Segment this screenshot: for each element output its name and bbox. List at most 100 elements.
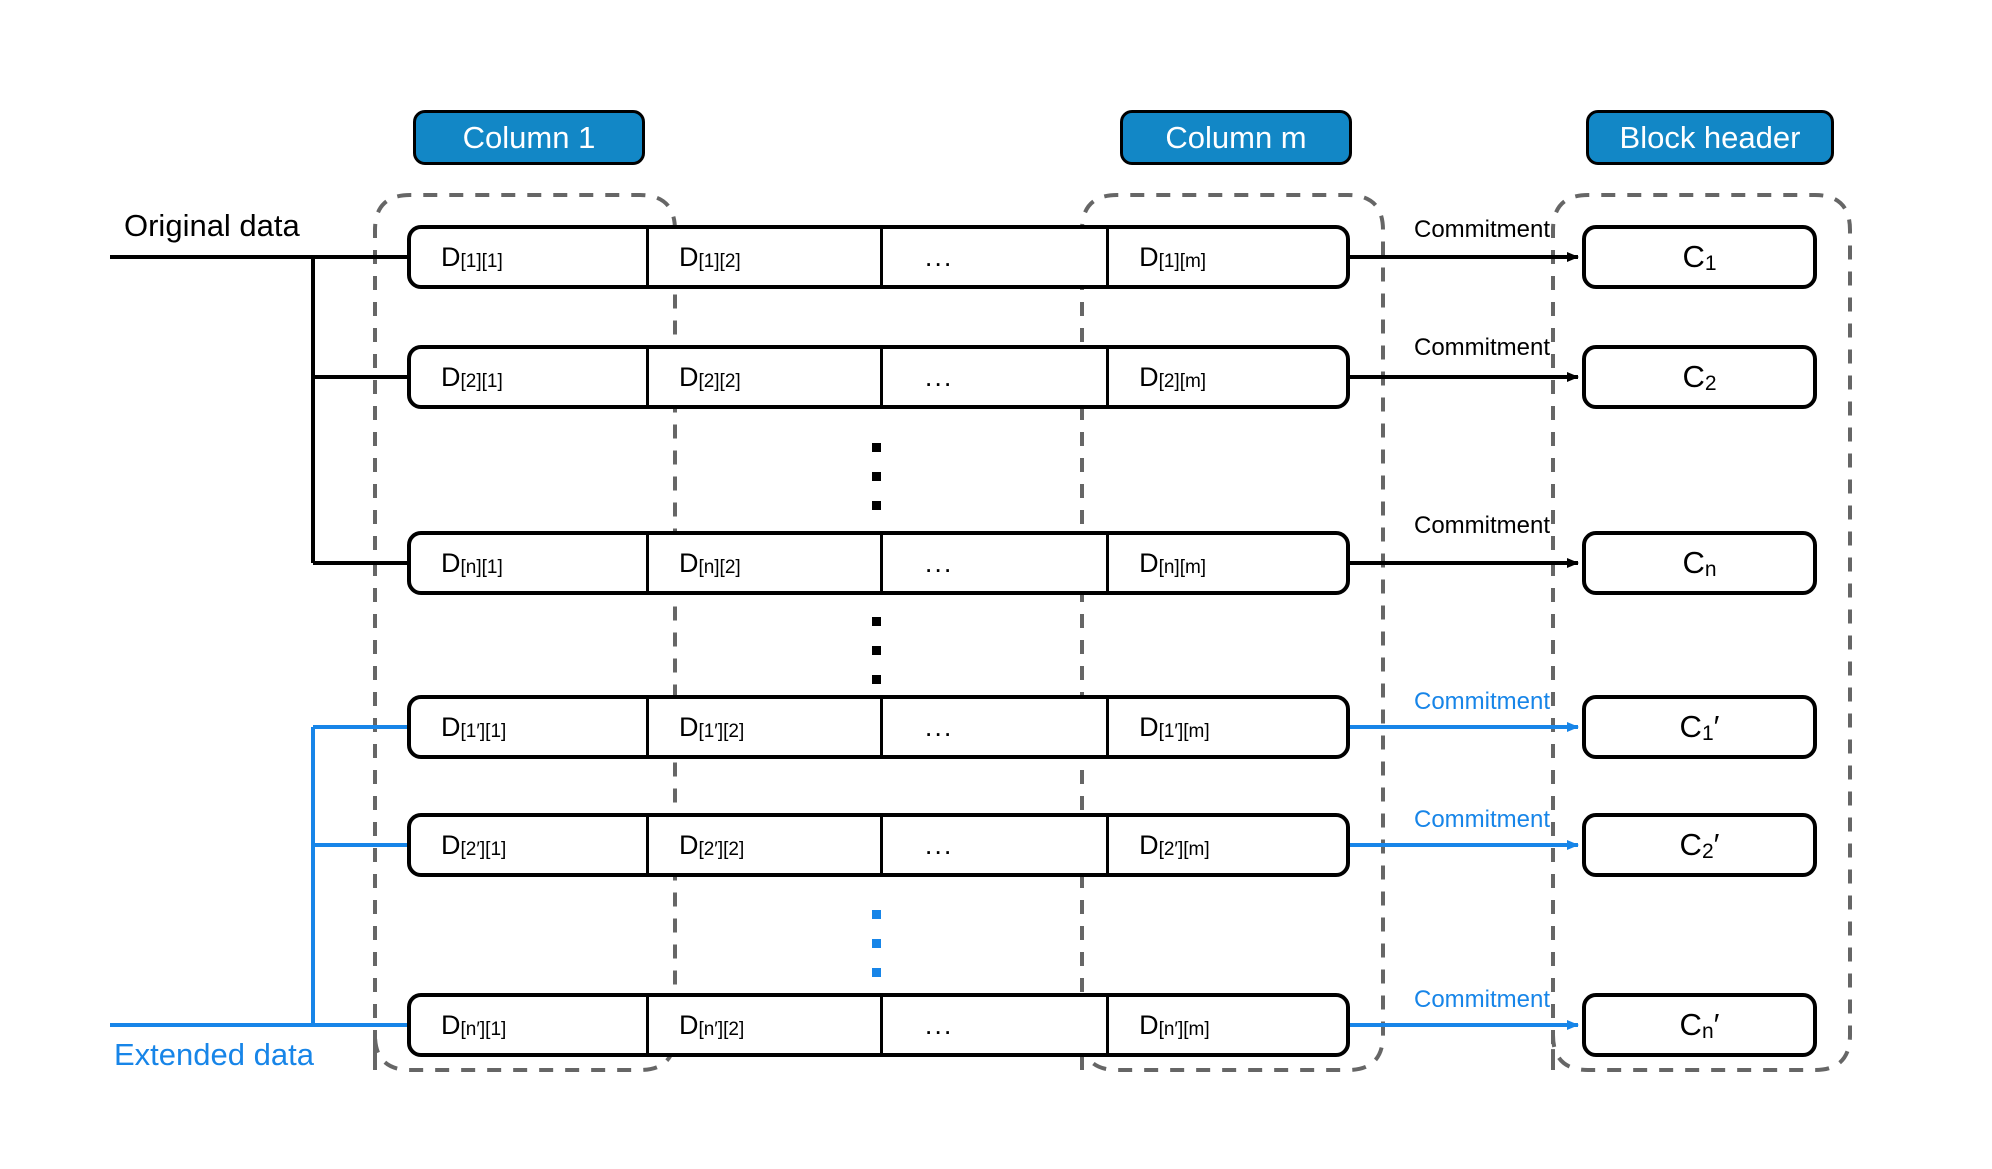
cell-np-m-base: D xyxy=(1139,1009,1159,1040)
cell-2-m-base: D xyxy=(1139,361,1159,392)
cell-n-ellipsis-text: ... xyxy=(924,547,954,578)
cell-n-1[interactable]: D[n][1] xyxy=(411,535,649,591)
cell-2p-m-base: D xyxy=(1139,829,1159,860)
original-data-connector xyxy=(110,255,407,565)
cell-1p-2-sub: [1′][2] xyxy=(698,721,745,742)
data-row-n-prime[interactable]: D[n′][1] D[n′][2] ... D[n′][m] xyxy=(407,993,1350,1057)
commitment-box-c1-prime-sub: 1 xyxy=(1701,722,1714,745)
commitment-label-row-1-prime-text: Commitment xyxy=(1414,688,1551,715)
commitment-label-row-1-text: Commitment xyxy=(1414,216,1551,243)
commitment-box-c2-sub: 2 xyxy=(1704,372,1717,395)
dashed-group-column-1 xyxy=(373,193,677,1072)
cell-n-ellipsis: ... xyxy=(883,535,1110,591)
commitment-box-c2-prime-mark: ′ xyxy=(1713,827,1720,862)
cell-1-m-sub: [1][m] xyxy=(1158,251,1207,272)
dashed-group-column-m xyxy=(1080,193,1385,1072)
commitment-box-c2-prime-sub: 2 xyxy=(1701,840,1714,863)
data-row-2[interactable]: D[2][1] D[2][2] ... D[2][m] xyxy=(407,345,1350,409)
cell-2p-2-base: D xyxy=(678,829,699,860)
cell-2-ellipsis: ... xyxy=(883,349,1110,405)
data-row-1[interactable]: D[1][1] D[1][2] ... D[1][m] xyxy=(407,225,1350,289)
cell-np-m[interactable]: D[n′][m] xyxy=(1109,997,1346,1053)
commitment-label-row-n: Commitment xyxy=(1414,512,1550,540)
cell-2-1-base: D xyxy=(441,361,461,392)
badge-column-m[interactable]: Column m xyxy=(1120,110,1352,165)
label-original-data: Original data xyxy=(124,208,300,244)
cell-2p-m-sub: [2′][m] xyxy=(1158,839,1210,860)
badge-block-header-label: Block header xyxy=(1619,120,1801,155)
cell-n-2[interactable]: D[n][2] xyxy=(649,535,883,591)
cell-1-2[interactable]: D[1][2] xyxy=(649,229,883,285)
data-row-2-prime[interactable]: D[2′][1] D[2′][2] ... D[2′][m] xyxy=(407,813,1350,877)
cell-np-2-base: D xyxy=(678,1009,699,1040)
commitment-box-c1-prime-mark: ′ xyxy=(1713,709,1720,744)
cell-1-m-base: D xyxy=(1139,241,1159,272)
commitment-label-row-1-prime: Commitment xyxy=(1414,688,1550,716)
cell-n-m-base: D xyxy=(1139,547,1159,578)
cell-n-2-base: D xyxy=(678,547,699,578)
cell-1-2-base: D xyxy=(678,241,699,272)
commitment-box-c1-prime-base: C xyxy=(1679,709,1702,744)
cell-2-2-base: D xyxy=(678,361,699,392)
cell-1p-1-base: D xyxy=(441,711,461,742)
cell-1p-1-sub: [1′][1] xyxy=(460,721,507,742)
cell-n-m-sub: [n][m] xyxy=(1158,557,1207,578)
cell-np-2-sub: [n′][2] xyxy=(698,1019,745,1040)
badge-block-header[interactable]: Block header xyxy=(1586,110,1834,165)
badge-column-1[interactable]: Column 1 xyxy=(413,110,645,165)
cell-1p-m-sub: [1′][m] xyxy=(1158,721,1210,742)
cell-2-ellipsis-text: ... xyxy=(924,361,954,392)
cell-1-1[interactable]: D[1][1] xyxy=(411,229,649,285)
data-row-1-prime[interactable]: D[1′][1] D[1′][2] ... D[1′][m] xyxy=(407,695,1350,759)
cell-1p-2[interactable]: D[1′][2] xyxy=(649,699,883,755)
commitment-box-cn-prime-sub: n xyxy=(1701,1020,1714,1043)
cell-2p-2[interactable]: D[2′][2] xyxy=(649,817,883,873)
cell-2-2[interactable]: D[2][2] xyxy=(649,349,883,405)
label-extended-data-text: Extended data xyxy=(114,1037,314,1072)
commitment-label-row-1: Commitment xyxy=(1414,216,1550,244)
vertical-ellipsis-original-lower xyxy=(872,617,881,684)
cell-np-2[interactable]: D[n′][2] xyxy=(649,997,883,1053)
cell-1-m[interactable]: D[1][m] xyxy=(1109,229,1346,285)
cell-np-1-sub: [n′][1] xyxy=(460,1019,507,1040)
data-row-n[interactable]: D[n][1] D[n][2] ... D[n][m] xyxy=(407,531,1350,595)
cell-n-1-base: D xyxy=(441,547,461,578)
cell-1-1-base: D xyxy=(441,241,461,272)
commitment-box-cn-sub: n xyxy=(1704,558,1717,581)
cell-np-ellipsis: ... xyxy=(883,997,1110,1053)
cell-n-2-sub: [n][2] xyxy=(698,557,741,578)
cell-np-1[interactable]: D[n′][1] xyxy=(411,997,649,1053)
cell-2p-1-sub: [2′][1] xyxy=(460,839,507,860)
cell-1p-m[interactable]: D[1′][m] xyxy=(1109,699,1346,755)
commitment-label-row-n-text: Commitment xyxy=(1414,512,1551,539)
cell-2-m[interactable]: D[2][m] xyxy=(1109,349,1346,405)
badge-column-m-label: Column m xyxy=(1165,120,1307,155)
cell-1p-2-base: D xyxy=(678,711,699,742)
cell-np-m-sub: [n′][m] xyxy=(1158,1019,1210,1040)
commitment-label-row-2-prime: Commitment xyxy=(1414,806,1550,834)
cell-2-1-sub: [2][1] xyxy=(460,371,503,392)
cell-1p-1[interactable]: D[1′][1] xyxy=(411,699,649,755)
cell-np-1-base: D xyxy=(441,1009,461,1040)
cell-n-m[interactable]: D[n][m] xyxy=(1109,535,1346,591)
cell-2-2-sub: [2][2] xyxy=(698,371,741,392)
label-original-data-text: Original data xyxy=(124,208,300,243)
extended-data-connector xyxy=(110,725,407,1027)
cell-2p-2-sub: [2′][2] xyxy=(698,839,745,860)
cell-2-1[interactable]: D[2][1] xyxy=(411,349,649,405)
label-extended-data: Extended data xyxy=(114,1037,314,1073)
cell-2p-1[interactable]: D[2′][1] xyxy=(411,817,649,873)
commitment-box-c2-prime-base: C xyxy=(1679,827,1702,862)
dashed-group-block-header xyxy=(1551,193,1852,1072)
cell-2p-m[interactable]: D[2′][m] xyxy=(1109,817,1346,873)
cell-1p-ellipsis: ... xyxy=(883,699,1110,755)
commitment-box-c1-sub: 1 xyxy=(1704,252,1717,275)
commitment-label-row-2-prime-text: Commitment xyxy=(1414,806,1551,833)
